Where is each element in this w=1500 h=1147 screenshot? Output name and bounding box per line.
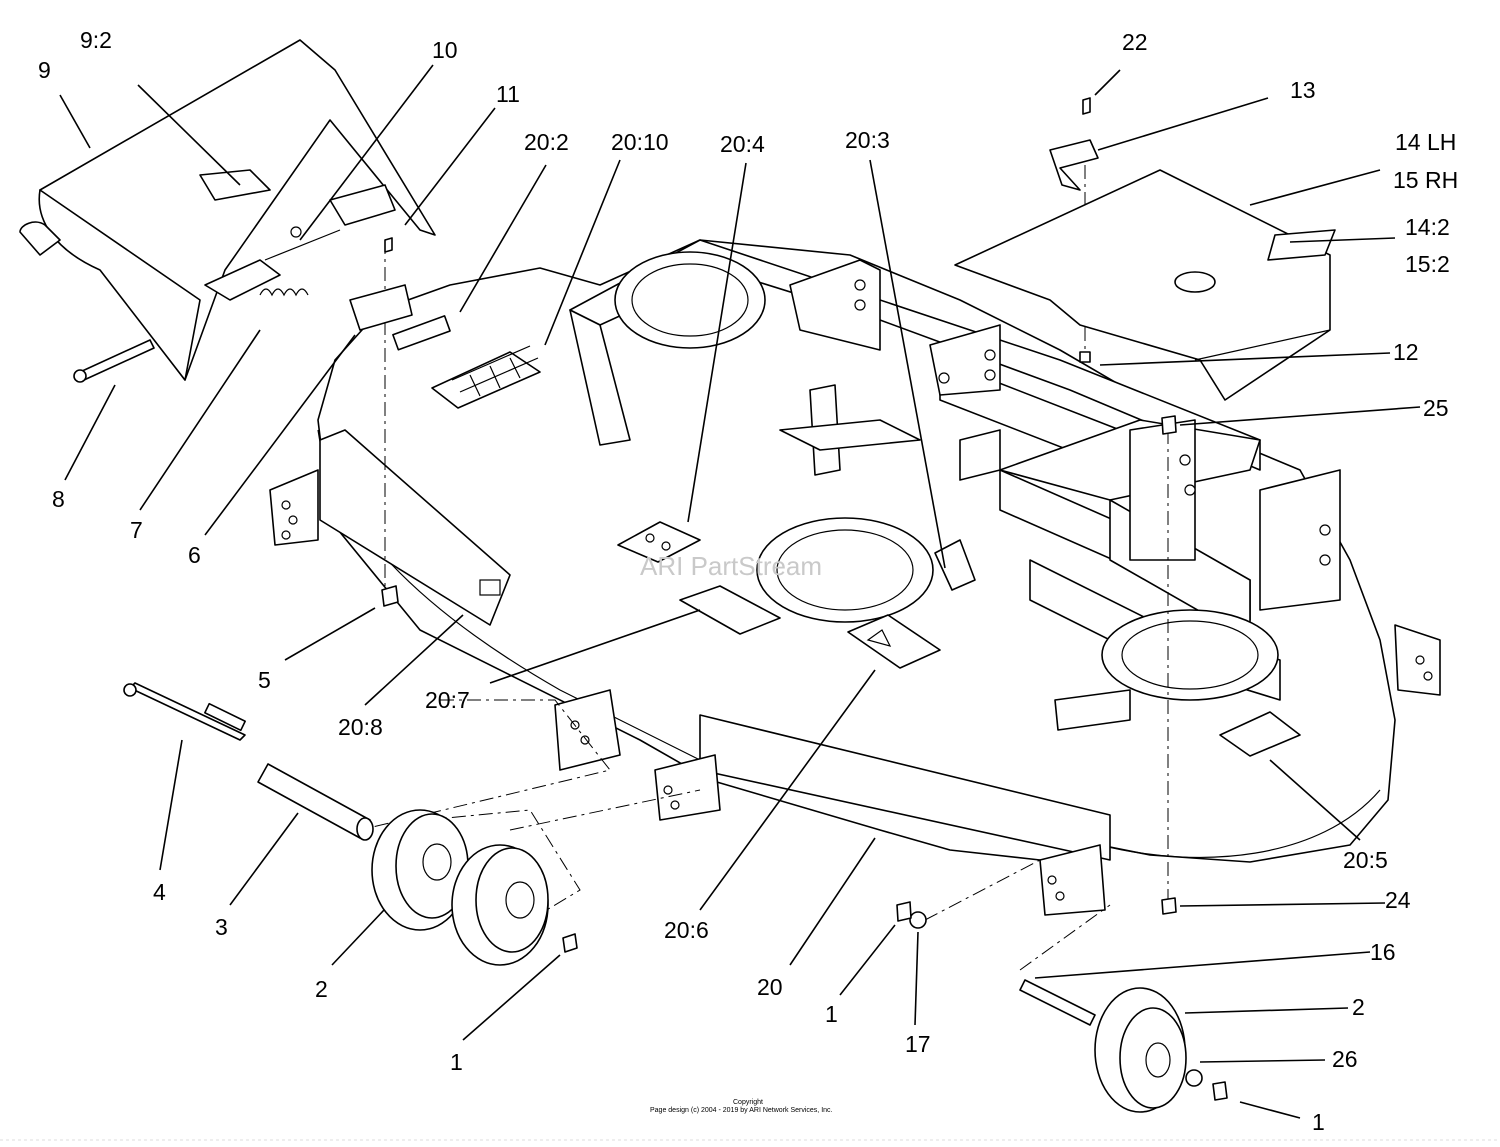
callout-8: 8 — [52, 486, 65, 512]
callout-25: 25 — [1423, 395, 1449, 421]
callout-2: 2 — [1352, 994, 1365, 1020]
callout-20-3: 20:3 — [845, 127, 890, 153]
callout-6: 6 — [188, 542, 201, 568]
skirt-brackets — [269, 469, 1441, 916]
callout-24: 24 — [1385, 887, 1411, 913]
callout-20-6: 20:6 — [664, 917, 709, 943]
callout-1: 1 — [450, 1049, 463, 1075]
callout-1: 1 — [825, 1001, 838, 1027]
callout-2: 2 — [315, 976, 328, 1002]
callout-14-lh: 14 LH — [1395, 129, 1456, 155]
right-shield-assembly — [954, 97, 1336, 915]
callout-20-7: 20:7 — [425, 687, 470, 713]
callout-15-rh: 15 RH — [1393, 167, 1458, 193]
callout-1: 1 — [1312, 1109, 1325, 1135]
callout-13: 13 — [1290, 77, 1316, 103]
callout-20: 20 — [757, 974, 783, 1000]
right-gauge-wheel — [896, 901, 1228, 1113]
deck-decals — [392, 315, 1301, 757]
copyright-text: Page design (c) 2004 - 2019 by ARI Netwo… — [650, 1107, 833, 1114]
callout-4: 4 — [153, 879, 166, 905]
callout-20-10: 20:10 — [611, 129, 669, 155]
callout-9-2: 9:2 — [80, 27, 112, 53]
blade-wells — [614, 251, 1279, 701]
callout-9: 9 — [38, 57, 51, 83]
callout-11: 11 — [496, 81, 520, 107]
callout-labels: 9:2 9 10 11 8 7 6 5 20:8 20:7 4 3 2 1 20… — [38, 27, 1458, 1135]
callout-20-4: 20:4 — [720, 131, 765, 157]
callout-20-8: 20:8 — [338, 714, 383, 740]
callout-26: 26 — [1332, 1046, 1358, 1072]
callout-22: 22 — [1122, 29, 1148, 55]
callout-5: 5 — [258, 667, 271, 693]
callout-3: 3 — [215, 914, 228, 940]
leader-lines — [59, 64, 1421, 1119]
callout-17: 17 — [905, 1031, 931, 1057]
callout-14-2: 14:2 — [1405, 214, 1450, 240]
left-gauge-wheels — [123, 682, 578, 966]
callout-20-5: 20:5 — [1343, 847, 1388, 873]
callout-20-2: 20:2 — [524, 129, 569, 155]
callout-15-2: 15:2 — [1405, 251, 1450, 277]
callout-7: 7 — [130, 517, 143, 543]
belt-cover-assembly — [19, 39, 436, 607]
callout-16: 16 — [1370, 939, 1396, 965]
callout-10: 10 — [432, 37, 458, 63]
callout-12: 12 — [1393, 339, 1419, 365]
watermark: ARI PartStream — [640, 551, 822, 581]
copyright-title: Copyright — [733, 1099, 763, 1106]
